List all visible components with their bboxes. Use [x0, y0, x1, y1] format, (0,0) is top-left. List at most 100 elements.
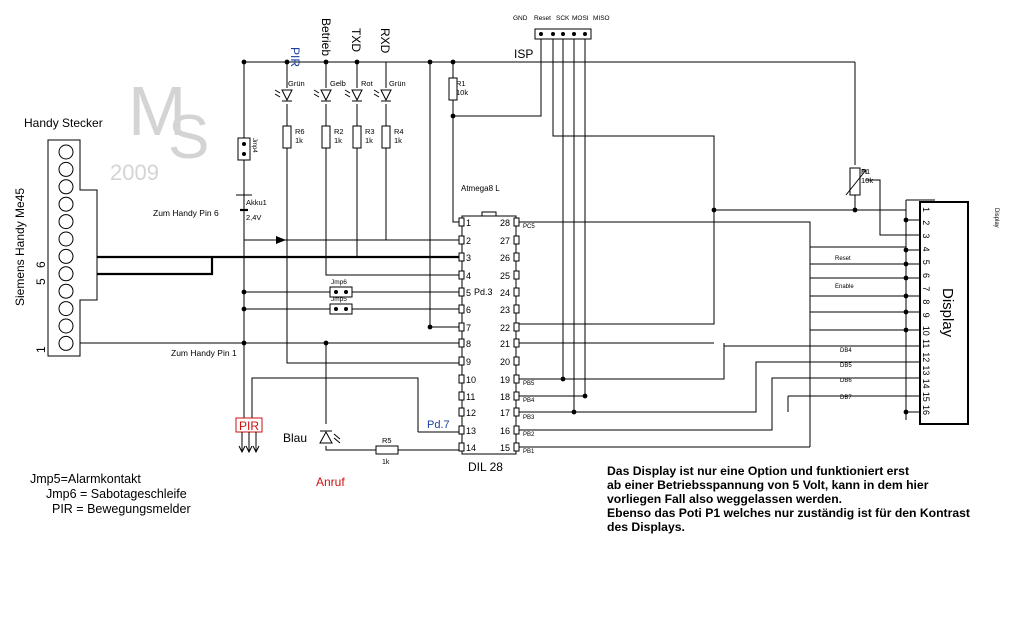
mcu-pin-pad: [458, 407, 465, 417]
mcu-pin-pad: [458, 217, 465, 227]
mcu-pin-number: 10: [466, 375, 476, 385]
mcu-pin-pad: [458, 442, 465, 452]
mcu-pin-number: 19: [500, 375, 510, 385]
display-pin-number: 11: [921, 339, 931, 348]
jumper-jmp4: Jmp4: [237, 137, 257, 161]
reset-signal-label: Reset: [835, 256, 851, 262]
r1-name: R1: [456, 79, 466, 88]
port-label: PB5: [523, 381, 535, 387]
port-label: PB4: [523, 398, 535, 404]
pir-label: PIR: [288, 47, 302, 67]
note-line: ab einer Betriebsspannung von 5 Volt, ka…: [607, 478, 929, 492]
display-pin-number: 4: [921, 247, 931, 252]
mcu-pin-pad: [513, 374, 520, 384]
resistor-value: 1k: [394, 136, 402, 145]
resistor-value: 1k: [365, 136, 373, 145]
mcu-pin-pad: [513, 217, 520, 227]
display-pin-number: 5: [921, 260, 931, 265]
connector-pins: [58, 144, 74, 351]
mcu-pin-number: 28: [500, 218, 510, 228]
akku-name: Akku1: [246, 198, 267, 207]
resistor-value: 1k: [334, 136, 342, 145]
mcu-pin-pad: [458, 338, 465, 348]
mcu-pin-pad: [458, 425, 465, 435]
isp-header: GND Reset SCK MOSI MISO ISP: [513, 15, 610, 61]
led-icon: [274, 89, 293, 102]
display-pin-number: 9: [921, 313, 931, 318]
mcu-pin-number: 24: [500, 288, 510, 298]
mcu-pin-pad: [458, 252, 465, 262]
siemens-label: Siemens Handy Me45: [13, 188, 27, 306]
connector-hole: [58, 196, 74, 212]
mcu-pin-number: 9: [466, 357, 471, 367]
zum-handy-pin1: Zum Handy Pin 1: [171, 348, 237, 358]
display-pin-number: 12: [921, 352, 931, 362]
resistor-name: R4: [394, 127, 404, 136]
mcu-pin-pad: [513, 235, 520, 245]
mcu-pin-pad: [513, 270, 520, 280]
mcu-pin-number: 7: [466, 323, 471, 333]
connector-hole: [58, 144, 74, 160]
mcu-pin-number: 14: [466, 443, 476, 453]
enable-signal-label: Enable: [835, 284, 854, 290]
mcu-pin-number: 11: [466, 392, 475, 402]
db-signal-label: DB6: [840, 378, 852, 384]
betrieb-label: Betrieb: [319, 18, 333, 56]
rxd-label: RXD: [378, 28, 392, 54]
led-color-label: Rot: [361, 79, 374, 88]
handy-signal-arrows: [66, 236, 462, 276]
led-color-label: Grün: [389, 79, 406, 88]
isp-pin-label: MOSI: [572, 15, 589, 22]
txd-label: TXD: [349, 28, 363, 52]
mcu-pin-pad: [458, 356, 465, 366]
mcu-pin-pad: [458, 304, 465, 314]
note-line: des Displays.: [607, 520, 685, 534]
display-tag: Display: [993, 208, 999, 228]
mcu-pin-number: 17: [500, 408, 510, 418]
display-pin-number: 10: [921, 326, 931, 336]
mcu-pin-number: 27: [500, 236, 510, 246]
mcu-pin-pad: [513, 391, 520, 401]
note-line: Das Display ist nur eine Option und funk…: [607, 464, 910, 478]
connector-hole: [58, 231, 74, 247]
resistor-name: R3: [365, 127, 375, 136]
mcu-pin-pad: [458, 374, 465, 384]
led-blau: Blau: [283, 430, 341, 445]
resistor-name: R6: [295, 127, 305, 136]
isp-pin-label: SCK: [556, 15, 570, 22]
port-label: PB3: [523, 415, 535, 421]
mcu-pin-pad: [513, 407, 520, 417]
r1-value: 10k: [456, 88, 468, 97]
resistor-r3: [352, 125, 362, 149]
mcu-pin-number: 6: [466, 305, 471, 315]
mcu-pin-number: 3: [466, 253, 471, 263]
resistor-name: R2: [334, 127, 344, 136]
zum-handy-pin6: Zum Handy Pin 6: [153, 208, 219, 218]
display-pin-number: 7: [921, 286, 931, 291]
db-signal-label: DB7: [840, 395, 852, 401]
conn-pin5-label: 5: [34, 278, 48, 285]
pir-sensor: PIR: [235, 417, 263, 454]
svg-text:M: M: [128, 72, 186, 150]
junction-dots: [241, 59, 909, 415]
port-label: PB1: [523, 449, 535, 455]
connector-hole: [58, 283, 74, 299]
battery-akku1: Akku1 2,4V: [236, 194, 267, 222]
conn-pin6-label: 6: [34, 261, 48, 268]
connector-hole: [58, 301, 74, 317]
poti-p1: P1 10k: [845, 167, 873, 196]
connector-hole: [58, 318, 74, 334]
mcu-pin-number: 5: [466, 288, 471, 298]
display-pin-number: 2: [921, 220, 931, 225]
mcu-pin-pad: [458, 270, 465, 280]
handy-connector: Handy Stecker Siemens Handy Me45 6 5 1: [13, 116, 103, 357]
jmp4-label: Jmp4: [251, 138, 257, 153]
mcu-pin-pad: [458, 287, 465, 297]
legend-line: PIR = Bewegungsmelder: [52, 502, 191, 516]
svg-text:S: S: [168, 103, 209, 172]
conn-pin1-label: 1: [34, 346, 48, 353]
